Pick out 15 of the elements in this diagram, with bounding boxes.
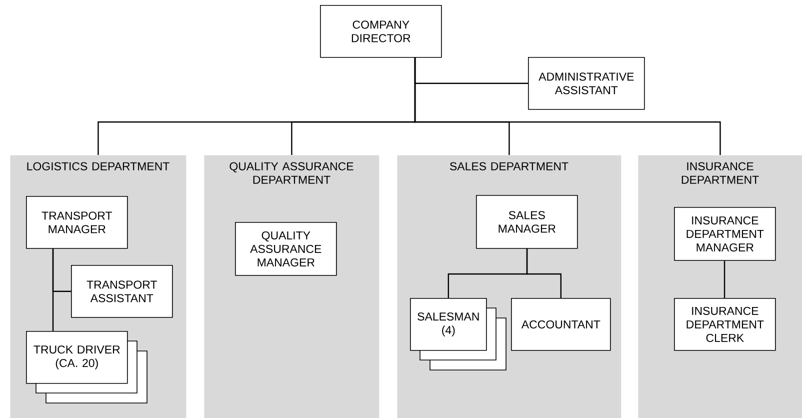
connector-line — [526, 248, 562, 298]
position-box: INSURANCE DEPARTMENT MANAGER — [674, 207, 776, 261]
position-box: ADMINISTRATIVE ASSISTANT — [528, 57, 645, 110]
position-box: SALES MANAGER — [476, 195, 578, 249]
position-box: ACCOUNTANT — [511, 298, 611, 351]
position-box: QUALITY ASSURANCE MANAGER — [235, 222, 337, 276]
connector-line — [724, 260, 726, 298]
position-box: INSURANCE DEPARTMENT CLERK — [674, 298, 776, 351]
connector-line — [52, 248, 54, 331]
stacked-box: SALESMAN (4) — [410, 298, 506, 370]
connector-line — [414, 58, 721, 155]
position-box: COMPANY DIRECTOR — [320, 5, 442, 58]
position-box: TRANSPORT ASSISTANT — [71, 265, 173, 318]
stacked-box: TRUCK DRIVER (CA. 20) — [26, 331, 148, 404]
position-box: TRANSPORT MANAGER — [26, 196, 128, 249]
